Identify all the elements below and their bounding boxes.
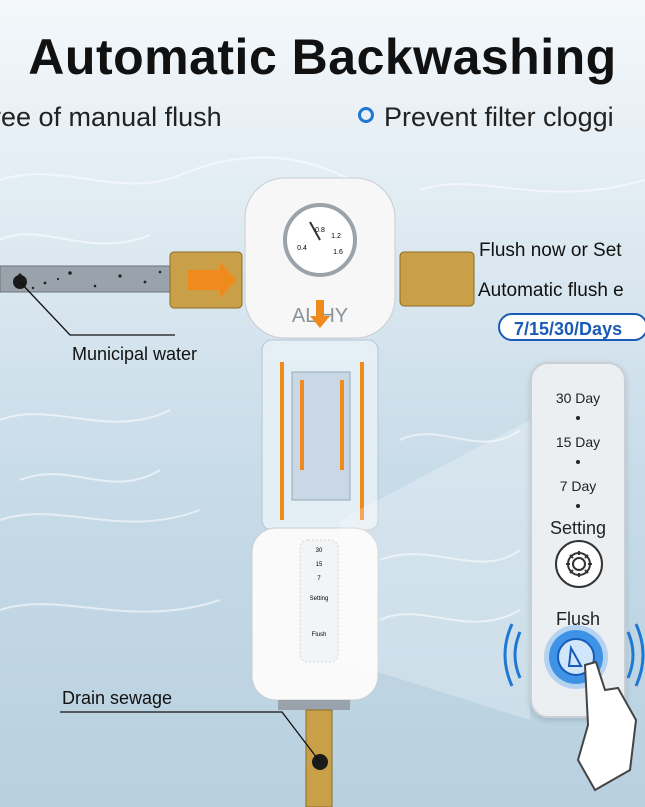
inflow-arrow-icon	[188, 262, 236, 298]
setting-button[interactable]	[555, 540, 603, 588]
gauge-mark-08: 0.8	[315, 227, 325, 234]
dot-indicator	[576, 504, 580, 508]
housing-control-strip	[299, 539, 339, 663]
panel-interval-15[interactable]: 15 Day	[555, 434, 601, 450]
gear-icon	[566, 551, 592, 577]
housing-label-15: 15	[316, 562, 323, 568]
callout-automatic: Automatic flush e	[478, 280, 624, 301]
dot-indicator	[576, 416, 580, 420]
feature-manual-flush: ree of manual flush	[0, 102, 222, 133]
feature-prevent-clogging-text: Prevent filter cloggi	[384, 102, 614, 132]
downflow-arrow-icon	[310, 300, 330, 328]
callout-flush-now: Flush now or Set	[479, 240, 622, 261]
panel-interval-7[interactable]: 7 Day	[559, 478, 597, 494]
panel-setting-label: Setting	[549, 518, 607, 538]
gauge-mark-04: 0.4	[297, 245, 307, 252]
housing-label-flush: Flush	[312, 632, 327, 638]
callout-leader-lines	[19, 281, 321, 763]
gauge-mark-16: 1.6	[333, 249, 343, 256]
panel-interval-30[interactable]: 30 Day	[555, 390, 601, 406]
flush-icon	[557, 638, 595, 676]
gauge-mark-12: 1.2	[331, 233, 341, 240]
right-brass-fitting	[399, 251, 475, 307]
interval-pill: 7/15/30/Days	[498, 313, 645, 341]
headline: Automatic Backwashing	[28, 29, 617, 85]
flush-button[interactable]	[549, 630, 603, 684]
drain-valve	[278, 700, 350, 710]
control-panel: 30 Day 15 Day 7 Day Setting Flush	[530, 362, 626, 718]
feature-prevent-clogging: Prevent filter cloggi	[358, 102, 614, 133]
inlet-pipe	[0, 265, 176, 293]
dot-indicator	[576, 460, 580, 464]
panel-flush-label: Flush	[555, 609, 600, 629]
callout-drain-sewage: Drain sewage	[62, 688, 173, 708]
flow-arrows-icon	[280, 362, 364, 520]
callout-municipal-water: Municipal water	[72, 344, 198, 364]
feature-manual-flush-text: ree of manual flush	[0, 102, 222, 132]
housing-label-30: 30	[316, 548, 323, 554]
housing-label-setting: Setting	[310, 596, 329, 602]
housing-label-7: 7	[317, 576, 321, 582]
zoom-beam	[340, 420, 530, 720]
ring-bullet-icon	[358, 107, 374, 123]
